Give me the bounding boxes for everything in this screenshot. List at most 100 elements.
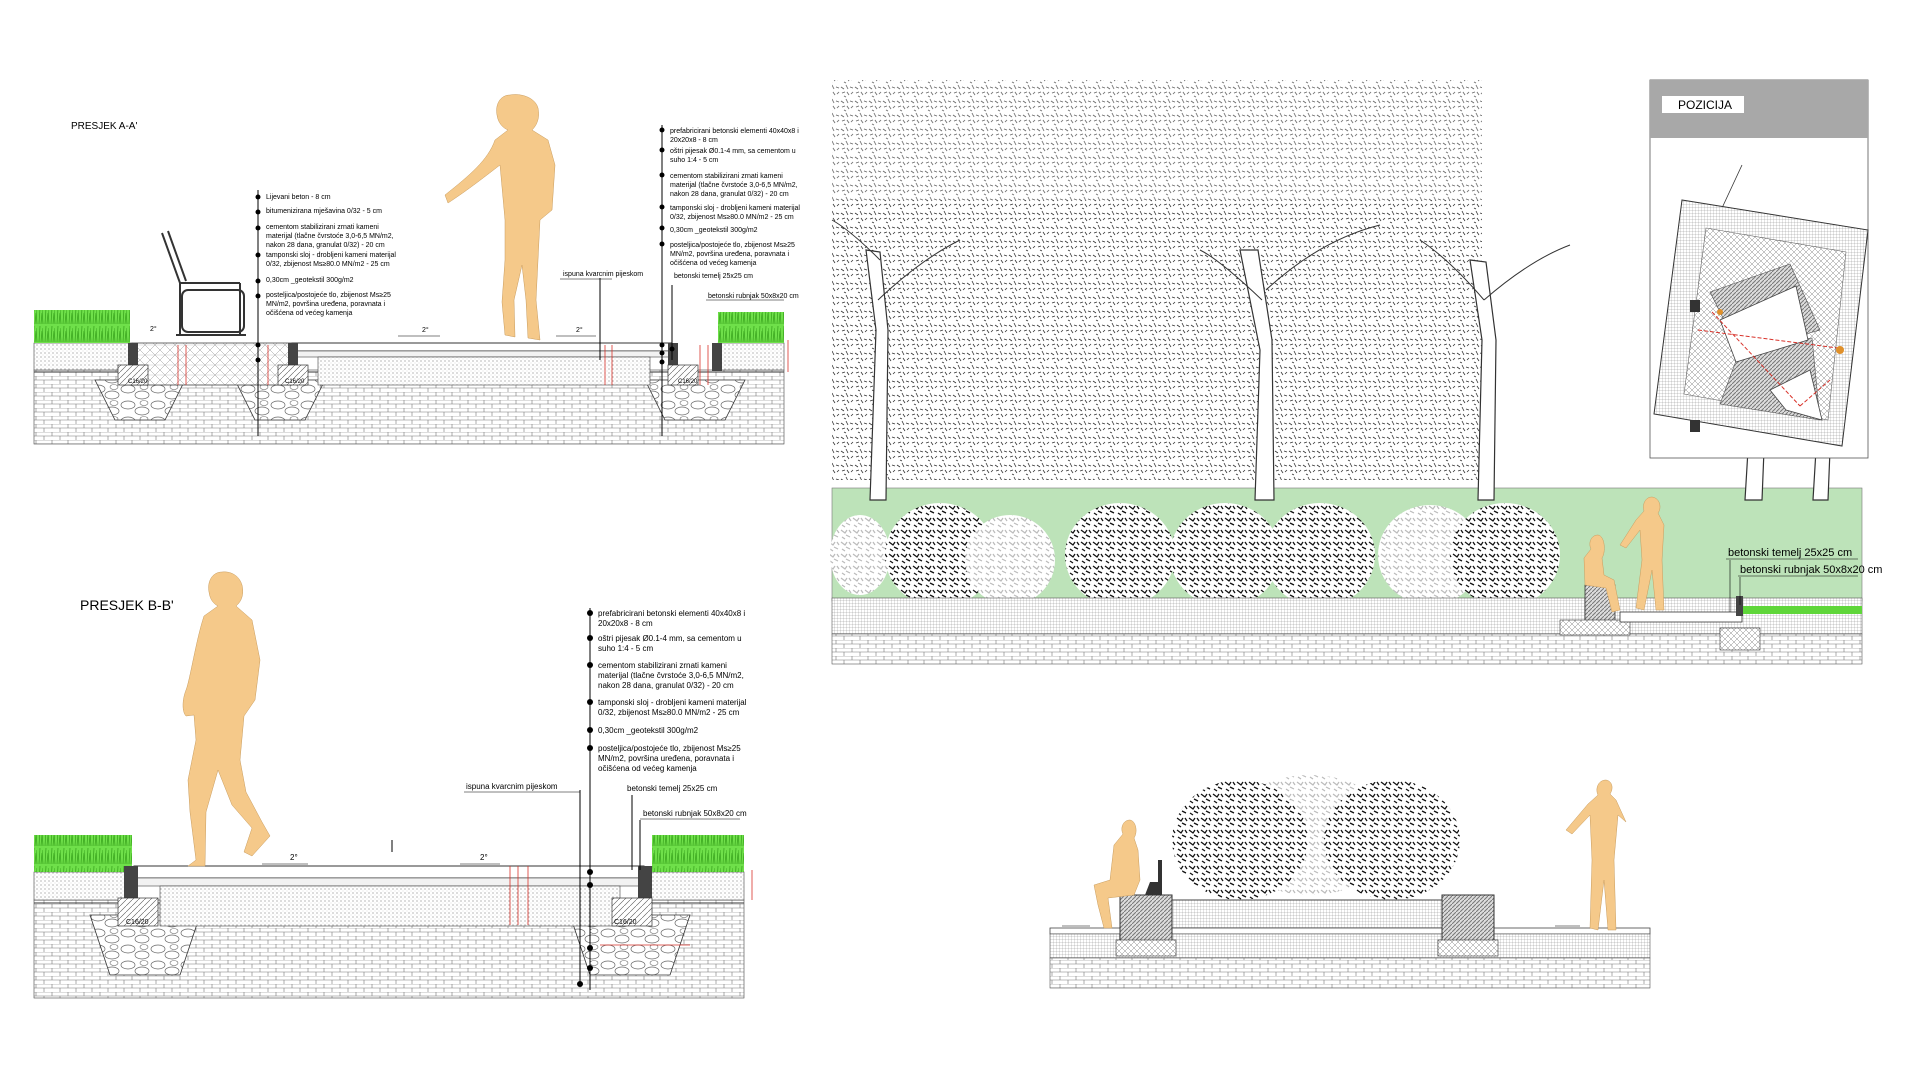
planter-elevation <box>1049 775 1651 989</box>
topsoil-left <box>33 871 135 901</box>
svg-text:oštri pijesak Ø0.1-4 mm, sa ce: oštri pijesak Ø0.1-4 mm, sa cementom u <box>670 148 796 155</box>
svg-text:20x20x8 - 8 cm: 20x20x8 - 8 cm <box>670 137 718 144</box>
section-a-notes-left: Lijevani beton - 8 cm bitumenizirana mje… <box>266 194 396 317</box>
bench-backrest <box>1145 860 1162 895</box>
concrete-foundation <box>611 897 653 927</box>
svg-text:očišćena od većeg kamenja: očišćena od većeg kamenja <box>266 310 352 317</box>
slope-label: 2° <box>150 325 157 333</box>
concrete-class-label: C16/20 <box>678 379 698 385</box>
svg-text:MN/m2, površina uređena, porav: MN/m2, površina uređena, poravnata i <box>670 251 790 258</box>
sand-bed <box>133 877 645 887</box>
svg-text:0,30cm _geotekstil 300g/m2: 0,30cm _geotekstil 300g/m2 <box>598 726 699 735</box>
curb <box>638 866 652 900</box>
grass-right <box>718 312 784 343</box>
person-figure <box>1619 496 1665 611</box>
person-figure <box>182 571 271 867</box>
bench-chair <box>161 230 246 336</box>
svg-text:0,30cm _geotekstil 300g/m2: 0,30cm _geotekstil 300g/m2 <box>670 227 758 234</box>
svg-text:nakon 28 dana, granulat 0/32): nakon 28 dana, granulat 0/32) - 20 cm <box>670 191 789 198</box>
red-dimension-lines <box>509 866 753 946</box>
section-b-drawing: PRESJEK B-B' C16/20 C16/20 2° 2° <box>33 571 753 999</box>
person-figure <box>444 94 556 341</box>
svg-text:materijal (tlačne čvrstoće 3,0: materijal (tlačne čvrstoće 3,0-6,5 MN/m2… <box>598 671 744 680</box>
sand-bed <box>291 350 673 358</box>
svg-text:prefabricirani betonski elemen: prefabricirani betonski elementi 40x40x8… <box>598 609 745 618</box>
bench-block <box>1441 894 1495 946</box>
svg-text:materijal (tlačne čvrstoće 3,0: materijal (tlačne čvrstoće 3,0-6,5 MN/m2… <box>266 233 394 240</box>
leader-lines-section-b <box>579 608 641 990</box>
bench-base-concrete <box>131 342 293 386</box>
svg-text:cementom stabilizirani zrnati: cementom stabilizirani zrnati kameni <box>598 661 727 670</box>
slope-label: 2° <box>576 326 583 334</box>
svg-text:MN/m2, površina uređena, porav: MN/m2, površina uređena, poravnata i <box>598 754 734 763</box>
svg-text:očišćena od većeg kamenja: očišćena od većeg kamenja <box>598 764 697 773</box>
svg-text:oštri pijesak Ø0.1-4 mm, sa ce: oštri pijesak Ø0.1-4 mm, sa cementom u <box>598 634 742 643</box>
svg-text:0/32, zbijenost Ms≥80.0 MN/m2: 0/32, zbijenost Ms≥80.0 MN/m2 - 25 cm <box>598 708 740 717</box>
section-b-notes: prefabricirani betonski elementi 40x40x8… <box>598 609 747 773</box>
svg-text:tamponski sloj - drobljeni kam: tamponski sloj - drobljeni kameni materi… <box>266 252 396 259</box>
svg-text:suho 1:4 - 5 cm: suho 1:4 - 5 cm <box>598 644 653 653</box>
curb <box>128 343 138 371</box>
svg-text:posteljica/postojeće tlo, zbij: posteljica/postojeće tlo, zbijenost Ms≥2… <box>670 242 795 249</box>
concrete-class-label: C16/20 <box>285 379 305 385</box>
stabilized-base <box>159 885 621 927</box>
tree-trunks <box>865 249 1831 501</box>
svg-text:Lijevani beton - 8 cm: Lijevani beton - 8 cm <box>266 194 331 201</box>
svg-text:nakon 28 dana, granulat 0/32): nakon 28 dana, granulat 0/32) - 20 cm <box>598 681 734 690</box>
curb-label: betonski rubnjak 50x8x20 cm <box>643 809 747 818</box>
section-b-title: PRESJEK B-B' <box>80 597 174 613</box>
concrete-class-label: C16/20 <box>128 379 148 385</box>
curb <box>668 343 678 371</box>
svg-text:cementom stabilizirani zrnati: cementom stabilizirani zrnati kameni <box>670 173 783 180</box>
curb <box>712 343 722 371</box>
shrub-row <box>830 503 1560 607</box>
svg-text:bitumenizirana mješavina 0/32: bitumenizirana mješavina 0/32 - 5 cm <box>266 208 382 215</box>
grass-left <box>34 310 130 343</box>
grass-strip <box>1742 606 1862 614</box>
bench-block <box>1119 894 1173 946</box>
section-a-drawing: PRESJEK A-A' C16/20 C16/20 C16/20 <box>33 94 800 445</box>
concrete-foundation <box>277 364 309 386</box>
concrete-foundation <box>117 897 159 927</box>
foundation-label: betonski temelj 25x25 cm <box>1728 547 1852 559</box>
fill-label: ispuna kvarcnim pijeskom <box>466 782 558 791</box>
foundation-label: betonski temelj 25x25 cm <box>627 784 718 793</box>
slope-label: 2° <box>422 326 429 334</box>
slope-label: 2° <box>290 853 298 862</box>
svg-text:posteljica/postojeće tlo, zbij: posteljica/postojeće tlo, zbijenost Ms≥2… <box>266 292 391 299</box>
tree-branches <box>831 219 1571 301</box>
svg-text:očišćena od većeg kamenja: očišćena od većeg kamenja <box>670 260 756 267</box>
curb-label: betonski rubnjak 50x8x20 cm <box>708 293 799 300</box>
svg-text:0,30cm _geotekstil 300g/m2: 0,30cm _geotekstil 300g/m2 <box>266 277 354 284</box>
svg-text:prefabricirani betonski elemen: prefabricirani betonski elementi 40x40x8… <box>670 128 799 135</box>
red-dimension-lines <box>177 340 789 385</box>
topsoil-left <box>33 342 133 371</box>
svg-text:materijal (tlačne čvrstoće 3,0: materijal (tlačne čvrstoće 3,0-6,5 MN/m2… <box>670 182 798 189</box>
concrete-class-label: C16/20 <box>126 919 149 926</box>
curb-label: betonski rubnjak 50x8x20 cm <box>1740 564 1882 576</box>
slope-label: 2° <box>480 853 488 862</box>
curb <box>124 866 138 900</box>
paving-slabs <box>291 342 673 352</box>
svg-text:0/32, zbijenost Ms≥80.0 MN/m2: 0/32, zbijenost Ms≥80.0 MN/m2 - 25 cm <box>670 214 794 221</box>
elevation-view: betonski temelj 25x25 cm betonski rubnja… <box>830 80 1882 665</box>
grass-left <box>34 835 132 872</box>
curb <box>288 343 298 371</box>
svg-text:cementom stabilizirani zrnati: cementom stabilizirani zrnati kameni <box>266 224 379 231</box>
inset-title: POZICIJA <box>1678 98 1732 112</box>
svg-text:nakon 28 dana, granulat 0/32): nakon 28 dana, granulat 0/32) - 20 cm <box>266 242 385 249</box>
svg-text:suho 1:4 - 5 cm: suho 1:4 - 5 cm <box>670 157 718 164</box>
section-a-notes-right: prefabricirani betonski elementi 40x40x8… <box>670 128 800 267</box>
position-inset: POZICIJA <box>1649 79 1869 459</box>
paving-slabs <box>133 865 645 879</box>
person-figure <box>1565 779 1627 931</box>
svg-text:tamponski sloj - drobljeni kam: tamponski sloj - drobljeni kameni materi… <box>598 698 747 707</box>
svg-text:20x20x8 - 8 cm: 20x20x8 - 8 cm <box>598 619 653 628</box>
svg-text:tamponski sloj - drobljeni kam: tamponski sloj - drobljeni kameni materi… <box>670 205 800 212</box>
gravel-footing <box>644 379 746 421</box>
svg-text:0/32, zbijenost Ms≥80.0 MN/m2: 0/32, zbijenost Ms≥80.0 MN/m2 - 25 cm <box>266 261 390 268</box>
svg-text:posteljica/postojeće tlo, zbij: posteljica/postojeće tlo, zbijenost Ms≥2… <box>598 744 741 753</box>
person-figure <box>1093 819 1141 929</box>
svg-text:MN/m2, površina uređena, porav: MN/m2, površina uređena, poravnata i <box>266 301 386 308</box>
